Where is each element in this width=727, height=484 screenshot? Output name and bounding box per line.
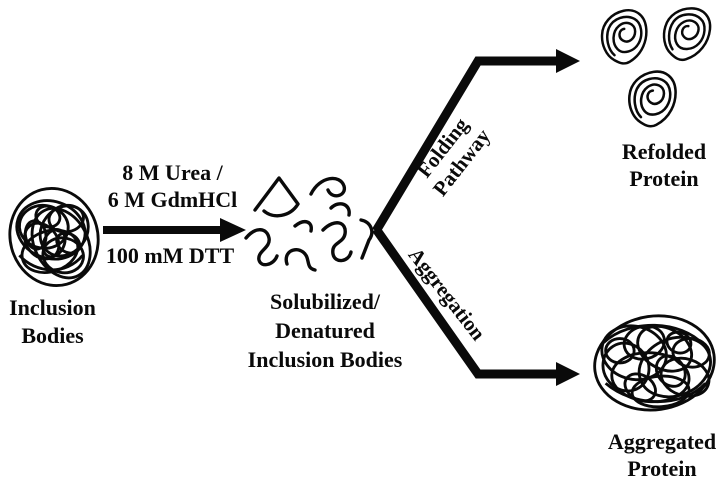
inclusion-bodies-label-line2: Bodies	[21, 323, 84, 348]
urea-label: 8 M Urea /	[122, 160, 223, 185]
denatured-label: Solubilized/ Denatured Inclusion Bodies	[232, 287, 418, 374]
denatured-label-line1: Solubilized/	[269, 289, 381, 314]
denatured-label-line3: Inclusion Bodies	[247, 347, 403, 372]
solubilization-arrow-icon	[103, 218, 246, 242]
aggregated-protein-label: Aggregated Protein	[592, 428, 727, 482]
denatured-label-line2: Denatured	[275, 318, 375, 343]
refolded-protein-spiral-icon	[662, 7, 712, 62]
aggregated-protein-label-line1: Aggregated	[607, 429, 717, 454]
dtt-label: 100 mM DTT	[105, 243, 235, 268]
inclusion-bodies-label-line1: Inclusion	[9, 295, 96, 320]
refolded-protein-label: Refolded Protein	[594, 138, 727, 192]
refolded-protein-spiral-icon	[628, 70, 677, 128]
refolded-protein-spiral-icon	[600, 8, 648, 65]
aggregation-arrow-icon	[372, 226, 580, 386]
aggregated-protein-blob-icon	[593, 314, 716, 412]
aggregated-protein-label-line2: Protein	[627, 456, 697, 481]
inclusion-bodies-label: Inclusion Bodies	[0, 294, 105, 350]
denatured-chains-icon	[244, 176, 374, 272]
solubilization-reagents-label: 8 M Urea / 6 M GdmHCl	[95, 159, 250, 213]
inclusion-bodies-blob-icon	[8, 186, 100, 288]
refolded-protein-label-line2: Protein	[629, 166, 699, 191]
refolded-protein-label-line1: Refolded	[621, 139, 707, 164]
folding-pathway-arrow-icon	[372, 49, 580, 234]
gdmhcl-label: 6 M GdmHCl	[107, 187, 238, 212]
